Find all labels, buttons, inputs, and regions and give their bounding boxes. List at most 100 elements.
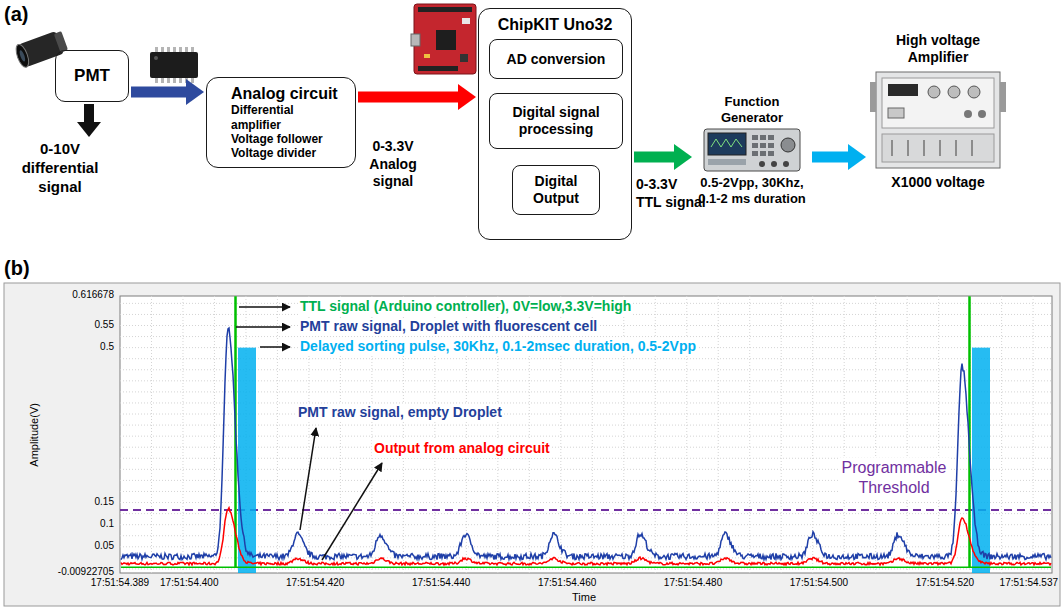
box-title: Analog circuit xyxy=(231,84,338,103)
signal-arrow xyxy=(812,152,848,163)
tick-label: 17:51:54.500 xyxy=(783,577,855,590)
ic-chip-icon xyxy=(155,47,158,52)
signal-note: TTL signal xyxy=(636,194,706,212)
amplifier-icon xyxy=(948,86,960,98)
instrument-spec: 0.5-2Vpp, 30Khz, 0.1-2 ms duration xyxy=(694,175,810,206)
amplifier-icon xyxy=(870,82,876,112)
down-arrow xyxy=(77,122,101,137)
board-icon xyxy=(418,7,472,12)
tick-label: 17:51:54.520 xyxy=(909,577,981,590)
chart-grid xyxy=(938,296,939,573)
signal-note: 0-3.3V Analog signal xyxy=(362,138,424,191)
axis-title: Amplitude(V) xyxy=(28,390,42,480)
function-generator-icon xyxy=(768,151,774,156)
function-generator-icon xyxy=(752,151,758,156)
ic-chip-icon xyxy=(161,47,164,52)
amplifier-icon xyxy=(907,140,909,156)
ic-chip-icon xyxy=(154,56,158,60)
board-icon xyxy=(460,54,468,62)
chart-grid xyxy=(120,546,1052,547)
box-item: Differential amplifier xyxy=(231,103,347,132)
circuit-box: Analog circuitDifferential amplifierVolt… xyxy=(206,77,356,168)
signal-traces xyxy=(120,297,1052,573)
trace-annotation: PMT raw signal, Droplet with fluorescent… xyxy=(298,318,599,336)
chart-grid xyxy=(120,336,1052,337)
amplifier-icon xyxy=(1000,82,1006,112)
chart-grid xyxy=(120,524,1052,525)
process-label: AD conversion xyxy=(507,51,606,68)
leader-arrow xyxy=(300,428,316,530)
leader-arrow xyxy=(236,326,290,328)
chart-grid xyxy=(120,447,1052,448)
chart-grid xyxy=(718,296,719,573)
function-generator-icon xyxy=(783,161,789,167)
leader-arrow xyxy=(239,306,290,308)
board-icon xyxy=(462,18,470,24)
process-box: AD conversion xyxy=(489,39,623,79)
instrument: Function Generator 0.5-2Vpp, 30Khz, 0.1-2… xyxy=(694,94,810,214)
function-generator-icon xyxy=(768,135,774,140)
tick-label: 0.15 xyxy=(30,496,114,509)
amplifier-icon xyxy=(978,110,986,118)
chart-grid xyxy=(120,568,1052,569)
chart-grid xyxy=(120,425,1052,426)
chart-grid xyxy=(120,358,1052,359)
tick-label: 0.1 xyxy=(30,518,114,531)
chart-grid xyxy=(120,535,1052,536)
chart-grid xyxy=(875,296,876,573)
tick-label: -0.00922705 xyxy=(30,566,114,579)
ttl-trace xyxy=(121,297,1051,567)
signal-note: 0-10V differential signal xyxy=(15,140,105,196)
function-generator-icon xyxy=(759,161,765,167)
tick-label: 0.5 xyxy=(30,341,114,354)
ic-chip-icon xyxy=(173,78,176,83)
function-generator-icon xyxy=(760,143,766,148)
ic-chip-icon xyxy=(185,47,188,52)
chart-grid xyxy=(151,296,152,573)
board-icon xyxy=(418,66,458,71)
chart-grid xyxy=(120,502,1052,503)
trace-annotation: TTL signal (Arduino controller), 0V=low,… xyxy=(298,298,633,316)
signal-arrow xyxy=(634,152,674,163)
function-generator-icon xyxy=(771,161,777,167)
process-label: Digital signal processing xyxy=(496,104,616,138)
ic-chip-icon xyxy=(191,78,194,83)
board-icon xyxy=(414,4,476,74)
amplifier-icon xyxy=(888,84,918,96)
chart-frame xyxy=(4,283,1060,606)
amplifier-icon xyxy=(888,108,904,118)
function-generator-icon xyxy=(708,159,746,165)
amplifier-icon xyxy=(923,140,925,156)
axis-title: Time xyxy=(566,591,602,605)
threshold-line xyxy=(120,509,1052,511)
chart-grid xyxy=(781,296,782,573)
amplifier-icon xyxy=(882,78,994,128)
tick-label: 0.616678 xyxy=(30,289,114,302)
tick-label: 17:51:54.389 xyxy=(84,577,156,590)
tick-label: 17:51:54.400 xyxy=(153,577,225,590)
signal-arrow xyxy=(131,87,186,98)
function-generator-icon xyxy=(781,138,795,152)
instrument-title: Function Generator xyxy=(694,94,810,125)
controller-box: ChipKIT Uno32AD conversionDigital signal… xyxy=(478,8,632,240)
ic-chip-icon xyxy=(150,47,198,83)
amplifier-icon xyxy=(928,86,940,98)
ic-chip-icon xyxy=(179,78,182,83)
pmt-icon xyxy=(14,43,32,69)
ic-chip-icon xyxy=(161,78,164,83)
circuit-output-trace xyxy=(121,508,1051,565)
trace-annotation: Output from analog circuit xyxy=(372,440,552,458)
process-box: Digital signal processing xyxy=(489,93,623,149)
instrument-title: High voltage Amplifier xyxy=(868,32,1008,66)
chart-grid xyxy=(182,296,183,573)
process-label: Digital Output xyxy=(519,173,593,207)
panel-letter: (b) xyxy=(4,256,30,281)
detector-box: PMT xyxy=(55,50,129,102)
tick-label: 0.05 xyxy=(30,540,114,553)
chart-grid xyxy=(120,380,1052,381)
tick-label: 17:51:54.460 xyxy=(531,577,603,590)
tick-label: 17:51:54.480 xyxy=(657,577,729,590)
pmt-icon xyxy=(14,29,69,69)
amplifier-icon xyxy=(876,72,1000,168)
amplifier-icon xyxy=(955,140,957,156)
